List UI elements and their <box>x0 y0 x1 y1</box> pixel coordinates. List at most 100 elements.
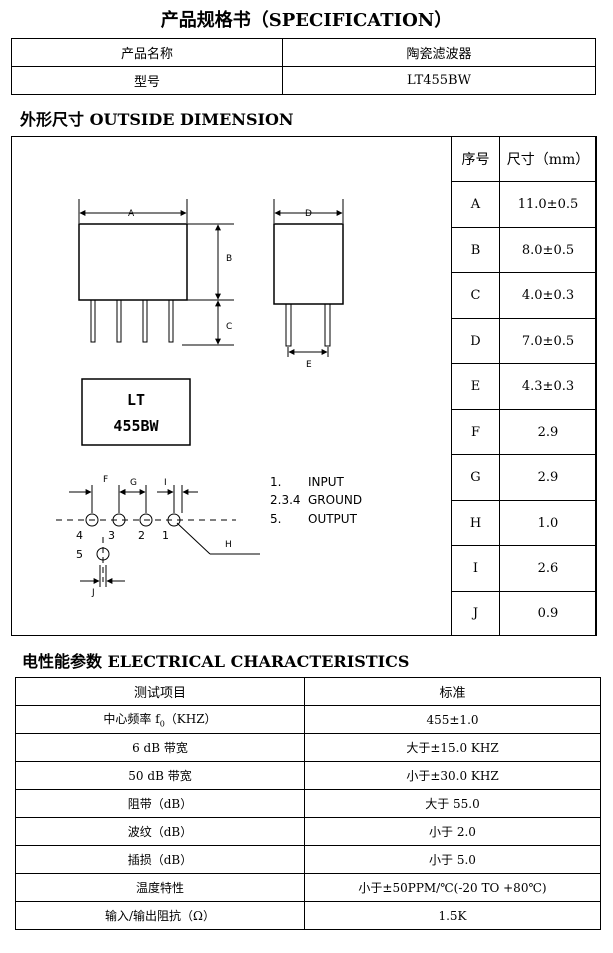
label-j: J <box>91 588 95 598</box>
dim-value: 0.9 <box>499 591 597 636</box>
legend-name-2: GROUND <box>308 493 362 507</box>
table-row: 阻带（dB）大于 55.0 <box>15 789 601 818</box>
dim-value: 11.0±0.5 <box>499 181 597 228</box>
label-e: E <box>306 360 312 370</box>
legend-name-3: OUTPUT <box>308 512 358 526</box>
test-item-unit: （KHZ） <box>164 712 217 727</box>
test-std: 1.5K <box>304 901 601 930</box>
table-row: 产品名称 陶瓷滤波器 <box>11 38 596 67</box>
dim-id: F <box>451 409 500 455</box>
pin-hole-2 <box>139 513 153 527</box>
table-row: 6 dB 带宽大于±15.0 KHZ <box>15 733 601 762</box>
test-item: 6 dB 带宽 <box>15 733 305 762</box>
model-value: LT455BW <box>282 66 596 95</box>
dim-id: J <box>451 591 500 636</box>
test-item: 插损（dB） <box>15 845 305 874</box>
front-pin <box>116 299 122 343</box>
dim-id: D <box>451 318 500 364</box>
label-a: A <box>128 209 135 219</box>
test-item-text: 中心频率 f <box>103 712 160 727</box>
pin-label-5: 5 <box>76 548 83 561</box>
side-pin <box>285 303 292 347</box>
table-row: 50 dB 带宽小于±30.0 KHZ <box>15 761 601 790</box>
table-row: 插损（dB）小于 5.0 <box>15 845 601 874</box>
subscript: 0 <box>159 719 165 729</box>
label-h: H <box>225 540 232 550</box>
pin-label-3: 3 <box>108 529 115 542</box>
dim-value: 4.3±0.3 <box>499 363 597 410</box>
test-std: 小于±30.0 KHZ <box>304 761 601 790</box>
dimension-drawing: A B C D E F G I H J 4 3 2 1 5 LT 455BW 1… <box>56 199 362 598</box>
table-row: 测试项目 标准 <box>15 677 601 706</box>
test-item: 波纹（dB） <box>15 817 305 846</box>
dim-value: 2.9 <box>499 409 597 455</box>
dim-value: 7.0±0.5 <box>499 318 597 364</box>
table-row: 中心频率 f0（KHZ） 455±1.0 <box>15 705 601 734</box>
legend-num-1: 1. <box>270 475 281 489</box>
dim-id: A <box>451 181 500 228</box>
electrical-heading: 电性能参数 ELECTRICAL CHARACTERISTICS <box>22 652 410 671</box>
dim-value: 1.0 <box>499 500 597 546</box>
model-label: 型号 <box>11 66 283 95</box>
pin-hole-3 <box>112 513 126 527</box>
front-pin <box>142 299 148 343</box>
test-item: 50 dB 带宽 <box>15 761 305 790</box>
outside-dimension-heading: 外形尺寸 OUTSIDE DIMENSION <box>20 110 294 129</box>
table-row: 型号 LT455BW <box>11 66 596 95</box>
dim-value: 8.0±0.5 <box>499 227 597 273</box>
pin-hole-1 <box>167 513 181 527</box>
table-row: 波纹（dB）小于 2.0 <box>15 817 601 846</box>
marking-line-2: 455BW <box>113 417 159 435</box>
table-row: 输入/输出阻抗（Ω）1.5K <box>15 901 601 930</box>
test-std: 大于±15.0 KHZ <box>304 733 601 762</box>
dim-id: B <box>451 227 500 273</box>
test-item: 阻带（dB） <box>15 789 305 818</box>
col-std-header: 标准 <box>304 677 601 706</box>
table-row: 序号 尺寸（mm） <box>451 136 597 182</box>
electrical-table: 测试项目 标准 中心频率 f0（KHZ） 455±1.0 6 dB 带宽大于±1… <box>15 677 601 930</box>
label-c: C <box>226 322 232 332</box>
label-i: I <box>164 478 167 488</box>
dim-value: 4.0±0.3 <box>499 272 597 319</box>
test-std: 小于 5.0 <box>304 845 601 874</box>
dim-id: H <box>451 500 500 546</box>
dim-value: 2.9 <box>499 454 597 501</box>
label-f: F <box>103 475 108 485</box>
legend-num-2: 2.3.4 <box>270 493 301 507</box>
pin-label-1: 1 <box>162 529 169 542</box>
test-std: 大于 55.0 <box>304 789 601 818</box>
product-name-value: 陶瓷滤波器 <box>282 38 596 67</box>
test-std: 455±1.0 <box>304 705 601 734</box>
test-std: 小于±50PPM/℃(-20 TO +80℃) <box>304 873 601 902</box>
pin-label-4: 4 <box>76 529 83 542</box>
table-row: 温度特性小于±50PPM/℃(-20 TO +80℃) <box>15 873 601 902</box>
pin-hole-5 <box>96 547 110 561</box>
product-info-table: 产品名称 陶瓷滤波器 型号 LT455BW <box>11 38 596 95</box>
label-b: B <box>226 254 232 264</box>
side-pin <box>324 303 331 347</box>
marking-box <box>81 378 191 446</box>
test-std: 小于 2.0 <box>304 817 601 846</box>
dim-id: G <box>451 454 500 501</box>
product-name-label: 产品名称 <box>11 38 283 67</box>
dim-id: E <box>451 363 500 410</box>
dim-id: C <box>451 272 500 319</box>
side-body <box>273 223 344 305</box>
col-item-header: 测试项目 <box>15 677 305 706</box>
outside-dimension-box: A B C D E F G I H J 4 3 2 1 5 LT 455BW 1… <box>11 136 597 636</box>
dim-id: I <box>451 545 500 592</box>
col-size-header: 尺寸（mm） <box>499 136 597 182</box>
legend-name-1: INPUT <box>308 475 345 489</box>
front-body <box>78 223 188 301</box>
